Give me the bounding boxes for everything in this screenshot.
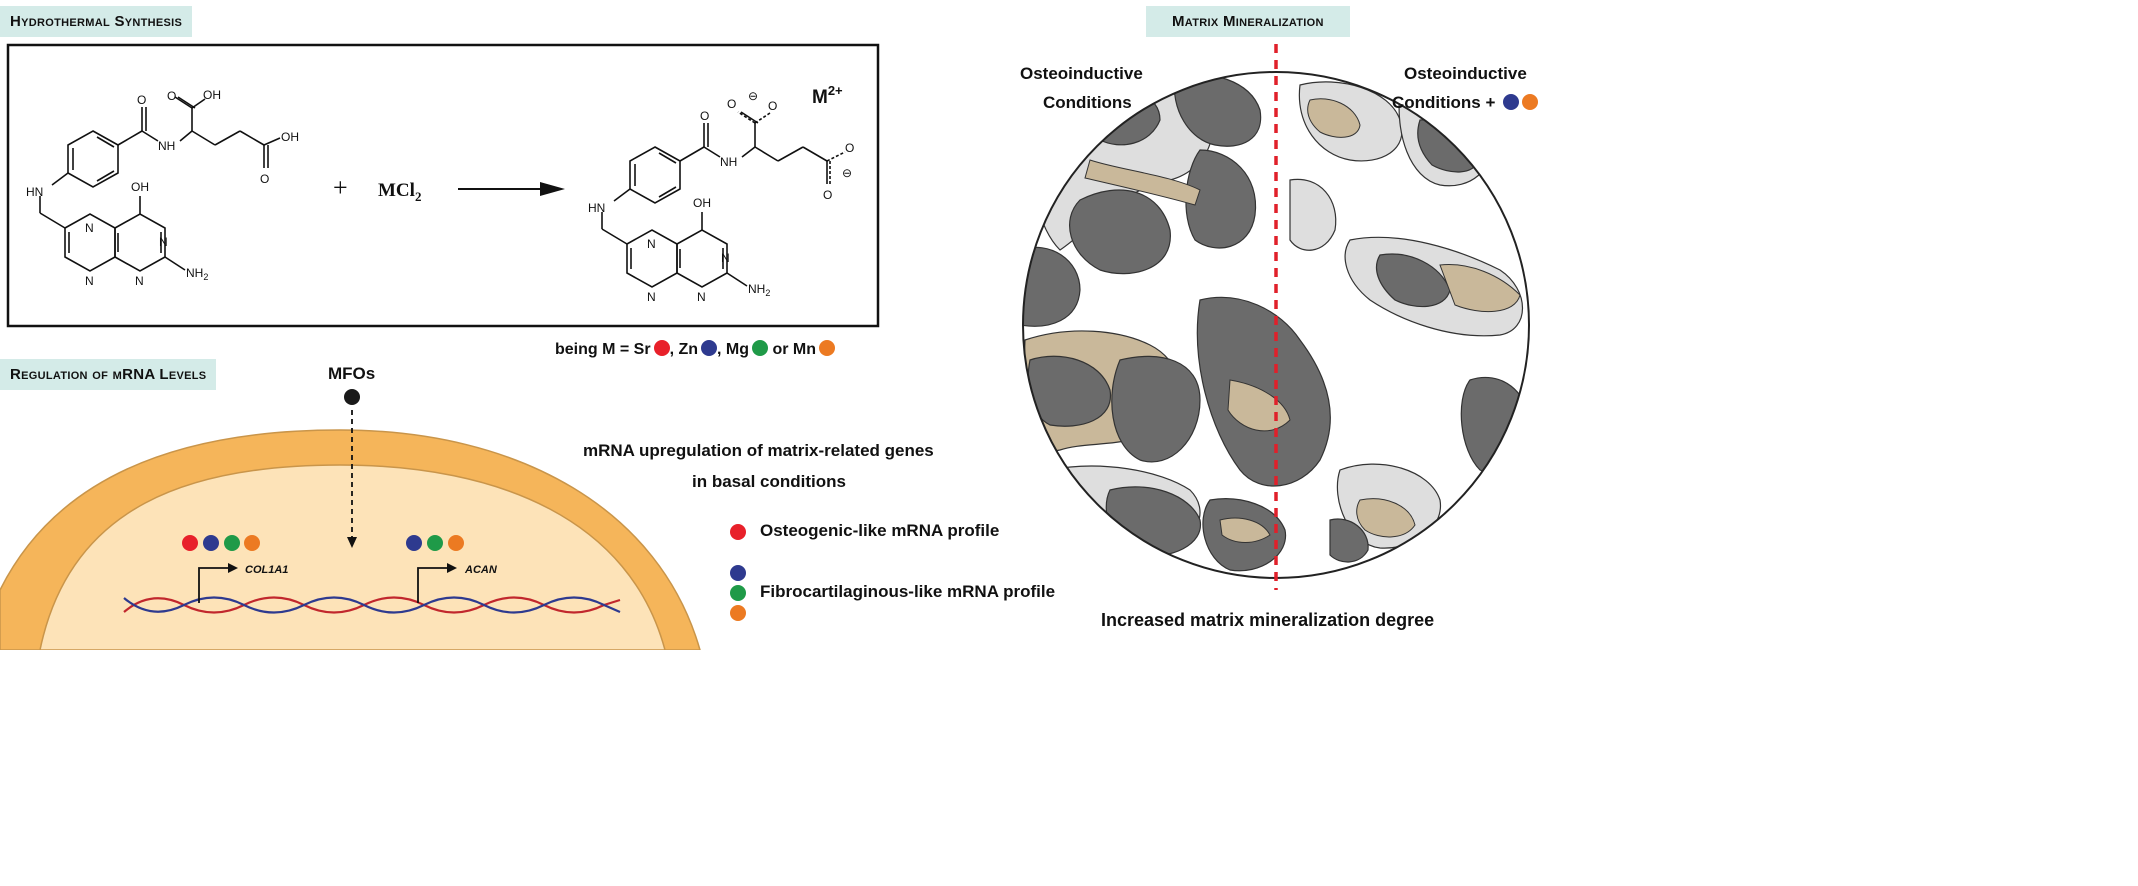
atom-n: N <box>85 274 94 288</box>
atom-nh: NH <box>720 155 737 169</box>
charge-minus: ⊖ <box>748 89 758 103</box>
blue-dot <box>406 535 422 551</box>
atom-hn: HN <box>26 185 43 199</box>
right-condition-line2: Conditions + <box>1392 93 1539 113</box>
zn-dot <box>701 340 718 356</box>
metal-mg-label: Mg <box>725 341 750 358</box>
mfos-label: MFOs <box>328 364 376 383</box>
atom-o: O <box>137 93 146 107</box>
fibro-profile-label: Fibrocartilaginous-like mRNA profile <box>760 582 1056 601</box>
atom-oh: OH <box>281 130 299 144</box>
atom-o: O <box>260 172 269 186</box>
atom-n: N <box>85 221 94 235</box>
blue-dot <box>203 535 219 551</box>
metals-legend: being M = Sr, Zn, Mg or Mn <box>555 340 836 359</box>
atom-nh2: NH2 <box>748 282 770 298</box>
nucleus <box>39 464 666 650</box>
atom-o: O <box>823 188 832 202</box>
charge-minus: ⊖ <box>842 166 852 180</box>
metal-ion: M2+ <box>812 83 843 108</box>
metal-mn-label: Mn <box>792 341 817 358</box>
dna-helix <box>123 596 621 614</box>
atom-oh: OH <box>203 88 221 102</box>
metal-sep: , <box>669 341 679 358</box>
left-condition-line2: Conditions <box>1043 93 1132 112</box>
atom-o: O <box>727 97 736 111</box>
mg-dot <box>752 340 769 356</box>
mfos-dot <box>344 389 360 405</box>
mn-dot <box>819 340 836 356</box>
mineralization-degree-label: Increased matrix mineralization degree <box>1101 610 1435 630</box>
orange-dot <box>244 535 260 551</box>
osteogenic-profile-label: Osteogenic-like mRNA profile <box>760 521 1000 540</box>
reagent-mcl2: MCl2 <box>378 180 421 204</box>
atom-nh: NH <box>158 139 175 153</box>
right-condition-line1: Osteoinductive <box>1404 64 1527 83</box>
atom-n: N <box>647 290 656 304</box>
zn-dot <box>1503 94 1520 110</box>
atom-o: O <box>845 141 854 155</box>
orange-dot <box>448 535 464 551</box>
col1a1-promoter-arrow <box>198 567 230 603</box>
legend-green-dot <box>730 585 746 601</box>
left-condition-line1: Osteoinductive <box>1020 64 1143 83</box>
atom-n: N <box>721 251 730 265</box>
atom-oh: OH <box>693 196 711 210</box>
right-condition-text: Conditions + <box>1392 93 1501 112</box>
folate-structure <box>601 111 846 288</box>
atom-n: N <box>135 274 144 288</box>
atom-o: O <box>700 109 709 123</box>
upregulation-line1: mRNA upregulation of matrix-related gene… <box>583 441 934 460</box>
gene-acan: ACAN <box>464 564 498 576</box>
metal-sep: , <box>717 341 726 358</box>
reaction-arrow <box>458 182 565 196</box>
folic-acid-structure <box>39 96 281 272</box>
plus-sign: + <box>333 173 348 202</box>
mineralization-section-title: Matrix Mineralization <box>1146 6 1350 37</box>
atom-o: O <box>167 89 176 103</box>
atom-n: N <box>647 237 656 251</box>
acan-promoter-arrow <box>417 567 449 603</box>
reaction-box <box>6 43 880 328</box>
atom-o: O <box>768 99 777 113</box>
green-dot <box>224 535 240 551</box>
mn-dot <box>1522 94 1539 110</box>
regulation-section-title: Regulation of mRNA Levels <box>0 359 217 390</box>
metal-sr-label: Sr <box>633 341 651 358</box>
synthesis-section-title: Hydrothermal Synthesis <box>0 6 193 37</box>
metal-zn-label: Zn <box>678 341 699 358</box>
atom-nh2: NH2 <box>186 266 208 282</box>
legend-orange-dot <box>730 605 746 621</box>
atom-n: N <box>697 290 706 304</box>
sr-dot <box>653 340 670 356</box>
metals-prefix: being M = <box>555 341 634 358</box>
upregulation-line2: in basal conditions <box>692 472 846 491</box>
gene-col1a1: COL1A1 <box>245 564 288 576</box>
red-dot <box>182 535 198 551</box>
metal-sep: or <box>768 341 793 358</box>
atom-hn: HN <box>588 201 605 215</box>
atom-oh: OH <box>131 180 149 194</box>
atom-n: N <box>159 235 168 249</box>
legend-blue-dot <box>730 565 746 581</box>
reaction-scheme: O NH OH O OH O HN OH N N N N NH2 + MCl2 <box>0 43 1530 650</box>
green-dot <box>427 535 443 551</box>
legend-red-dot <box>730 524 746 540</box>
